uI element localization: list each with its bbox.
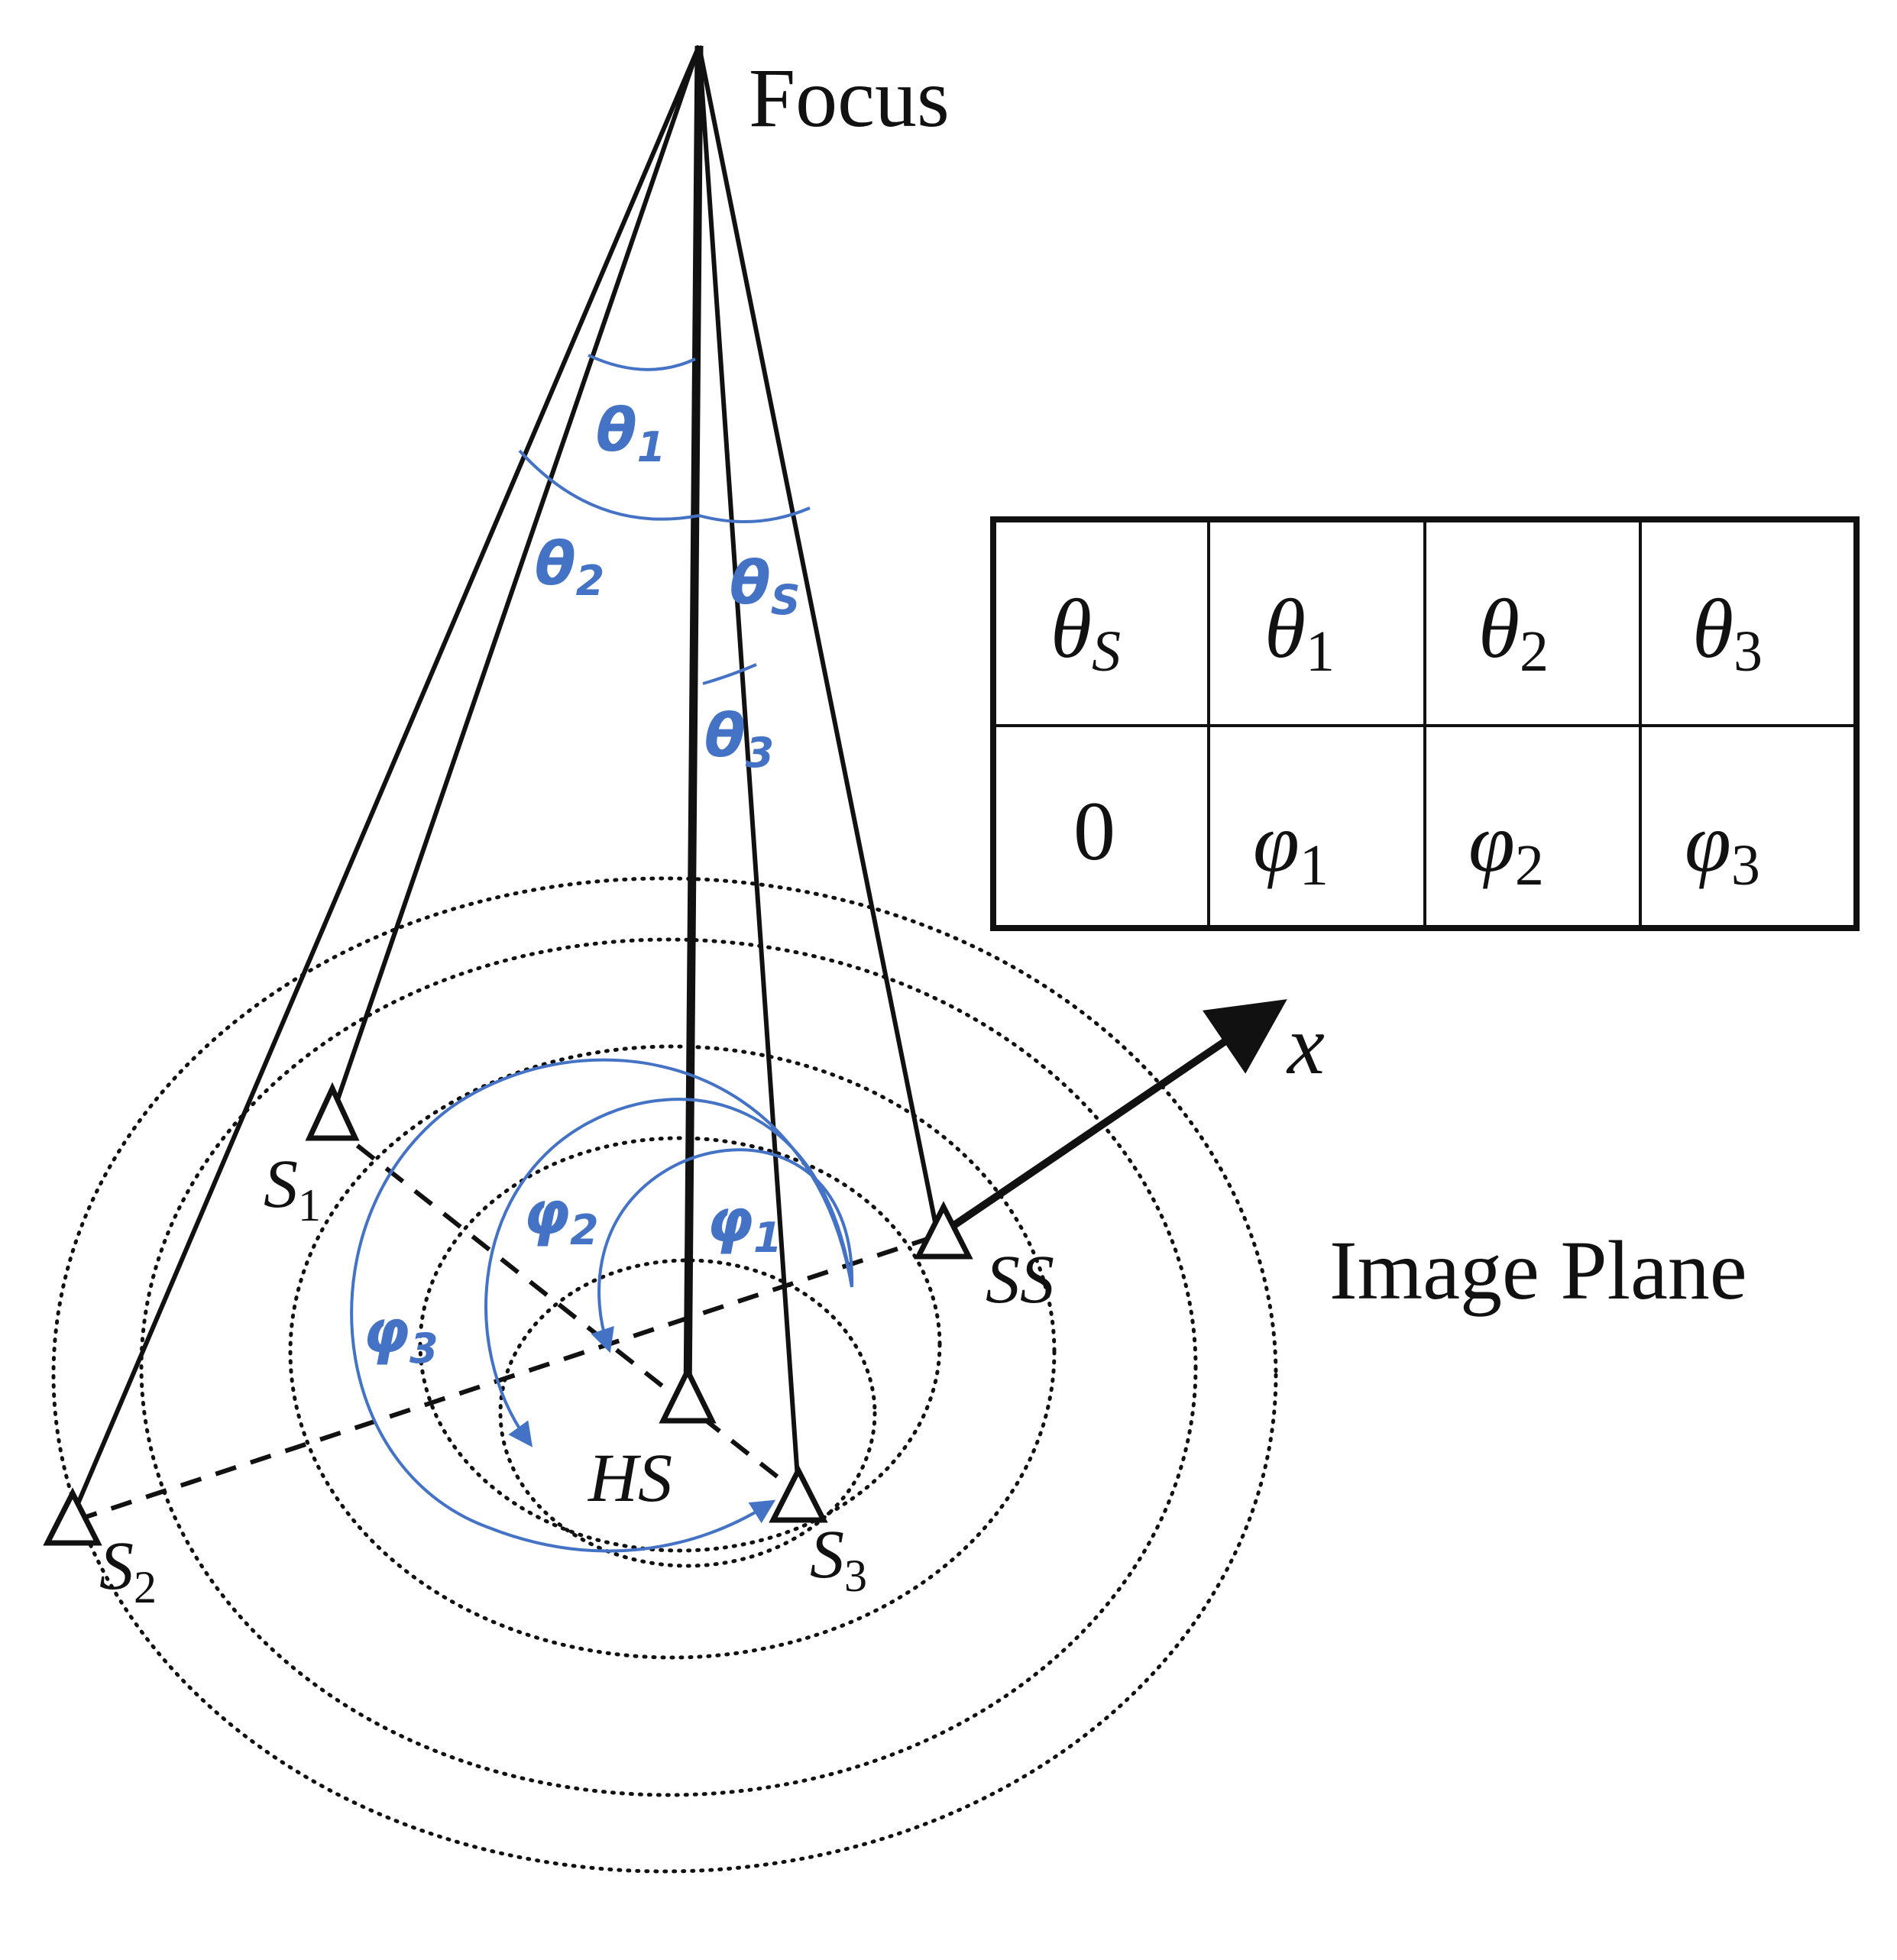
table-row2-cell3-base: φ bbox=[1468, 796, 1515, 889]
theta3-label-base: θ bbox=[704, 702, 746, 771]
table-row2-cell4: φ3 bbox=[1685, 796, 1760, 898]
s3-label-base: S bbox=[810, 1517, 844, 1593]
phi3-arc bbox=[350, 1058, 853, 1553]
table-row1-cell3: θ2 bbox=[1478, 582, 1549, 684]
theta2-arc bbox=[518, 449, 700, 521]
theta2-label: θ2 bbox=[535, 530, 604, 605]
phi3-label-sub: 3 bbox=[410, 1324, 439, 1373]
phi3-label: φ3 bbox=[363, 1298, 439, 1373]
theta1-label: θ1 bbox=[596, 396, 665, 471]
focus-label: Focus bbox=[749, 51, 950, 144]
s2-marker bbox=[43, 1487, 102, 1546]
s2-label: S2 bbox=[99, 1528, 157, 1612]
theta2-label-sub: 2 bbox=[576, 557, 605, 605]
phi2-label: φ2 bbox=[523, 1179, 599, 1254]
table-row1-cell2-base: θ bbox=[1264, 582, 1306, 675]
ray-s2 bbox=[70, 44, 701, 1518]
table-row1-cell4-base: θ bbox=[1692, 582, 1734, 675]
table-row2-cell4-base: φ bbox=[1685, 796, 1731, 889]
ray-s1 bbox=[330, 45, 701, 1116]
phi2-label-sub: 2 bbox=[570, 1206, 599, 1254]
ring-large bbox=[139, 937, 1198, 1797]
ring-inner bbox=[498, 1258, 877, 1568]
thetaS-label-base: θ bbox=[730, 549, 771, 618]
s1-label-base: S bbox=[264, 1147, 298, 1222]
table-row1-cell1-base: θ bbox=[1050, 582, 1092, 675]
dash-s1-s3 bbox=[327, 1121, 800, 1496]
theta3-label: θ3 bbox=[704, 702, 774, 777]
table-row1-cell2: θ1 bbox=[1264, 582, 1335, 684]
x-axis-label: x bbox=[1286, 998, 1325, 1092]
dash-s2-ss bbox=[76, 1231, 944, 1522]
theta-arcs bbox=[518, 354, 811, 685]
s2-label-base: S bbox=[99, 1528, 134, 1604]
s1-label: S1 bbox=[264, 1147, 321, 1231]
s3-label-sub: 3 bbox=[844, 1551, 867, 1601]
table-row2-cell2-sub: 1 bbox=[1300, 833, 1329, 898]
table-row2-cell1-base: 0 bbox=[1073, 784, 1115, 878]
s3-label: S3 bbox=[810, 1517, 867, 1601]
s1-label-sub: 1 bbox=[298, 1180, 321, 1231]
plane-dashed-lines bbox=[76, 1121, 944, 1522]
ray-ss bbox=[697, 45, 938, 1227]
phi1-arc bbox=[591, 1148, 854, 1354]
ss-label: SS bbox=[986, 1242, 1054, 1318]
table-row1-cell4-sub: 3 bbox=[1734, 619, 1763, 684]
table-row1-cell1-sub: S bbox=[1092, 619, 1121, 684]
s1-marker bbox=[305, 1082, 360, 1141]
phi2-label-base: φ bbox=[523, 1179, 570, 1248]
theta3-label-sub: 3 bbox=[746, 729, 775, 777]
phi1-label: φ1 bbox=[707, 1187, 782, 1262]
ring-medium bbox=[288, 1044, 1057, 1660]
ring-outer bbox=[51, 876, 1278, 1874]
theta1-label-base: θ bbox=[596, 396, 637, 465]
phi3-label-base: φ bbox=[363, 1298, 410, 1367]
ray-s3 bbox=[697, 45, 801, 1490]
theta1-arc bbox=[588, 354, 696, 371]
ring-small bbox=[418, 1136, 942, 1553]
table-row2-cell2: φ1 bbox=[1253, 796, 1329, 898]
theta2-label-base: θ bbox=[535, 530, 576, 599]
table-row2-cell2-base: φ bbox=[1253, 796, 1300, 889]
table-row1-cell3-base: θ bbox=[1478, 582, 1520, 675]
hs-label: HS bbox=[588, 1441, 672, 1516]
x-axis-arrow bbox=[945, 999, 1287, 1234]
focus-rays bbox=[70, 44, 938, 1518]
thetaS-label: θS bbox=[730, 549, 801, 624]
thetaS-label-sub: S bbox=[771, 576, 801, 624]
table-row1-cell3-sub: 2 bbox=[1520, 619, 1549, 684]
ss-marker bbox=[914, 1201, 973, 1260]
table-row2-cell4-sub: 3 bbox=[1731, 833, 1760, 898]
phi-arcs bbox=[350, 1058, 854, 1553]
thetaS-arc bbox=[698, 506, 811, 523]
theta1-label-sub: 1 bbox=[637, 423, 666, 471]
image-plane-label: Image Plane bbox=[1329, 1224, 1747, 1317]
image-plane-rings bbox=[51, 876, 1278, 1874]
phi1-label-base: φ bbox=[707, 1187, 753, 1256]
theta3-arc bbox=[702, 663, 757, 685]
phi2-arc bbox=[484, 1098, 853, 1447]
s3-marker bbox=[769, 1464, 828, 1523]
table-row1-cell4: θ3 bbox=[1692, 582, 1763, 684]
point-markers bbox=[43, 1082, 973, 1546]
table-row1-cell1: θS bbox=[1050, 582, 1121, 684]
table-row1-cell2-sub: 1 bbox=[1306, 619, 1335, 684]
table-row2-cell1: 0 bbox=[1073, 784, 1115, 878]
table-row2-cell3: φ2 bbox=[1468, 796, 1544, 898]
s2-label-sub: 2 bbox=[134, 1562, 157, 1612]
angle-table: θS θ1 θ2 θ3 0 φ1 φ2 φ3 bbox=[990, 516, 1860, 931]
ray-hs bbox=[683, 45, 704, 1399]
phi1-label-sub: 1 bbox=[753, 1214, 782, 1262]
table-row2-cell3-sub: 2 bbox=[1515, 833, 1544, 898]
hs-marker bbox=[659, 1365, 717, 1424]
